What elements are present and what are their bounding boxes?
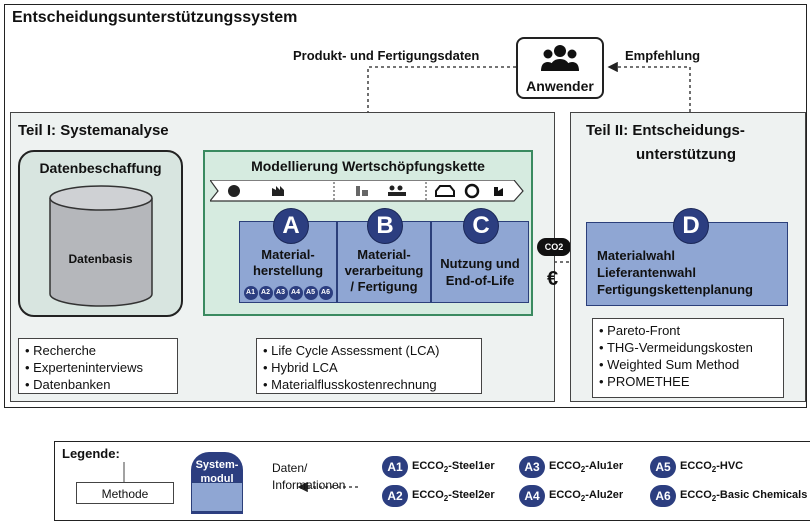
legend-a1-badge: A1 bbox=[382, 456, 408, 478]
module-a-badge: A bbox=[273, 208, 309, 244]
value-chain-title: Modellierung Wertschöpfungskette bbox=[251, 158, 485, 174]
legend-a4-label: ECCO2-Alu2er bbox=[549, 489, 624, 504]
euro-icon: € bbox=[547, 268, 559, 290]
module-a-label: Material- herstellung bbox=[252, 247, 324, 278]
database-label: Datenbasis bbox=[68, 252, 133, 266]
module-c-badge: C bbox=[463, 208, 499, 244]
legend-a2-badge: A2 bbox=[382, 485, 408, 507]
a5-badge: A5 bbox=[303, 286, 318, 300]
part1-title: Teil I: Systemanalyse bbox=[18, 122, 169, 139]
a6-badge: A6 bbox=[318, 286, 333, 300]
user-label: Anwender bbox=[526, 78, 594, 94]
a4-badge: A4 bbox=[288, 286, 303, 300]
process-arrow-bar bbox=[210, 180, 524, 202]
user-box: Anwender bbox=[516, 37, 604, 99]
car-icon bbox=[435, 185, 455, 197]
legend-box bbox=[54, 441, 810, 521]
legend-a3-label: ECCO2-Alu1er bbox=[549, 460, 624, 475]
users-icon bbox=[541, 45, 579, 71]
legend-system-module-base bbox=[191, 482, 243, 512]
module-d-label: Materialwahl Lieferantenwahl Fertigungsk… bbox=[597, 248, 753, 297]
workers-icon bbox=[388, 185, 406, 196]
co2-icon: CO2 bbox=[537, 238, 571, 256]
factory-icon bbox=[272, 186, 284, 196]
data-acquisition-title: Datenbeschaffung bbox=[39, 160, 162, 176]
legend-a4-badge: A4 bbox=[519, 485, 545, 507]
product-data-arrow bbox=[362, 66, 516, 153]
legend-a5-badge: A5 bbox=[650, 456, 676, 478]
outer-frame bbox=[4, 4, 807, 408]
module-b-badge: B bbox=[367, 208, 403, 244]
plant-icon bbox=[494, 187, 503, 196]
recommendation-arrow bbox=[607, 61, 691, 208]
recycle-icon bbox=[464, 183, 480, 199]
modelling-methods-list: Life Cycle Assessment (LCA) Hybrid LCA M… bbox=[256, 338, 482, 394]
legend-a5-label: ECCO2-HVC bbox=[680, 460, 744, 475]
legend-a6-badge: A6 bbox=[650, 485, 676, 507]
decision-methods-list: Pareto-Front THG-Vermeidungskosten Weigh… bbox=[592, 318, 784, 398]
part2-title-line1: Teil II: Entscheidungs- bbox=[586, 122, 745, 139]
a2-badge: A2 bbox=[258, 286, 273, 300]
legend-method-box: Methode bbox=[76, 482, 174, 504]
legend-a2-label: ECCO2-Steel2er bbox=[412, 489, 495, 504]
product-data-label: Produkt- und Fertigungsdaten bbox=[293, 48, 480, 63]
legend-a3-badge: A3 bbox=[519, 456, 545, 478]
part2-title-line2: unterstützung bbox=[636, 146, 736, 163]
press-icon bbox=[356, 186, 368, 196]
database-icon bbox=[49, 185, 153, 307]
data-acquisition-box: Datenbeschaffung Datenbasis bbox=[18, 150, 183, 317]
data-sources-list: Recherche Experteninterviews Datenbanken bbox=[18, 338, 178, 394]
a1-badge: A1 bbox=[243, 286, 258, 300]
earth-icon bbox=[228, 185, 240, 197]
legend-title: Legende: bbox=[62, 446, 120, 461]
recommendation-label: Empfehlung bbox=[625, 48, 701, 63]
legend-a6-label: ECCO2-Basic Chemicals bbox=[680, 489, 808, 504]
module-d-badge: D bbox=[673, 208, 709, 244]
diagram-title: Entscheidungsunterstützungssystem bbox=[12, 9, 298, 26]
a3-badge: A3 bbox=[273, 286, 288, 300]
legend-a1-label: ECCO2-Steel1er bbox=[412, 460, 495, 475]
module-b-label: Material- verarbeitung / Fertigung bbox=[344, 247, 424, 294]
legend-data-label: Daten/ Informationen bbox=[272, 461, 346, 492]
module-c-label: Nutzung und End-of-Life bbox=[440, 256, 520, 288]
